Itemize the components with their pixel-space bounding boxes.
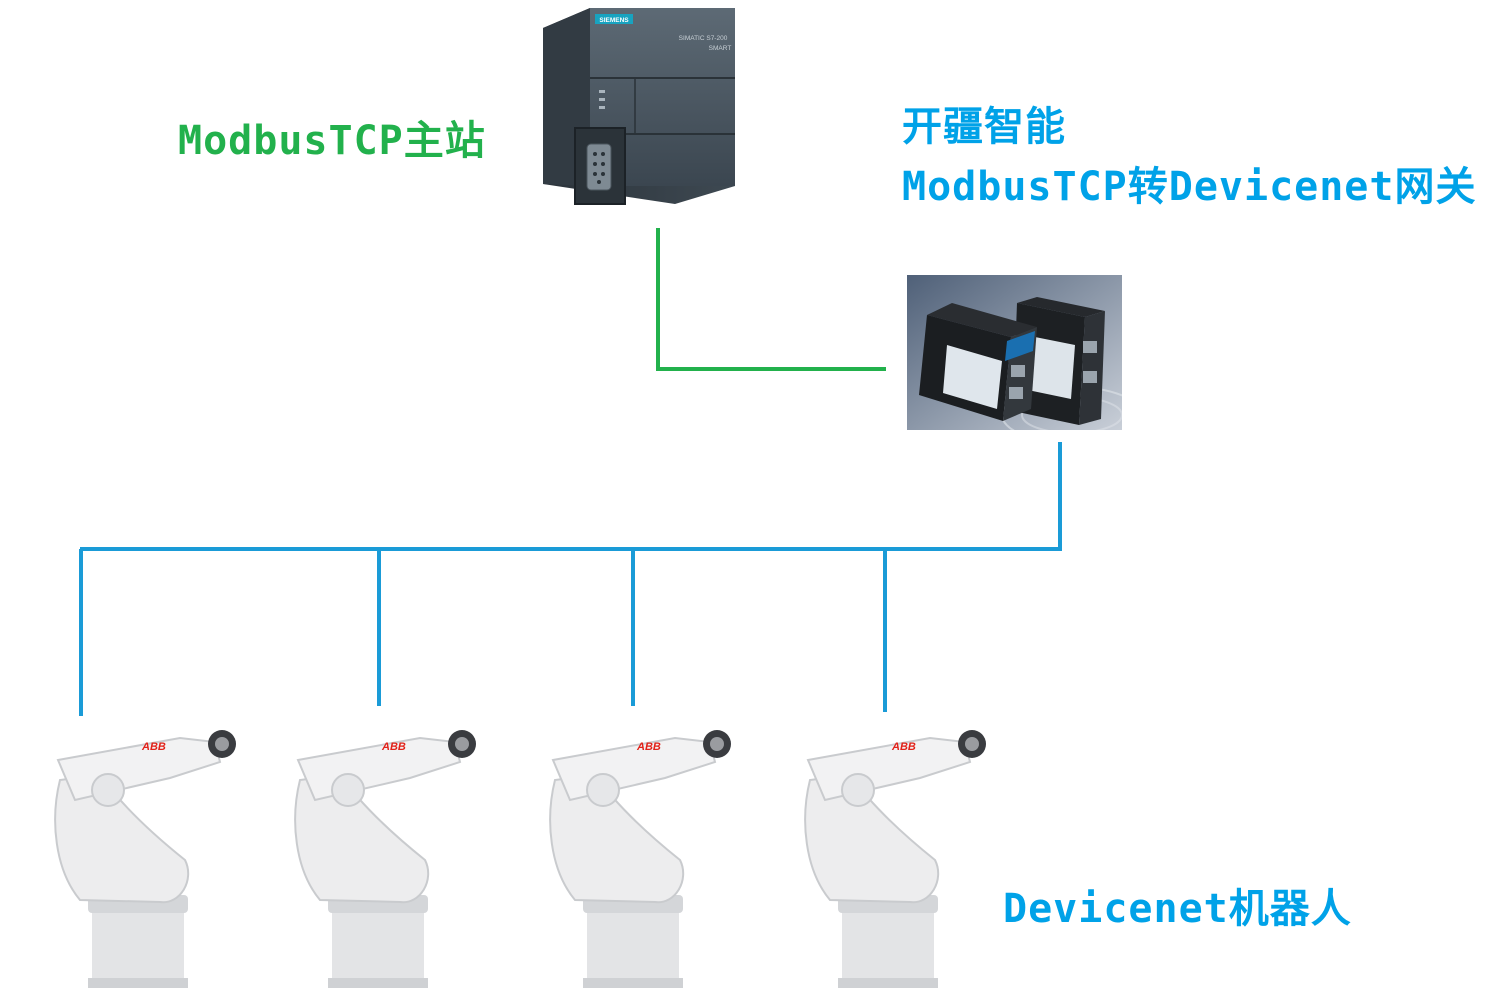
robot-arm-icon: ABB <box>294 730 476 988</box>
robot-brand-1: ABB <box>141 741 166 753</box>
ethernet-wire <box>656 228 886 371</box>
plc-model2: SMART <box>709 45 732 52</box>
gateway-description-label: ModbusTCP转Devicenet网关 <box>902 164 1477 210</box>
master-station-label: ModbusTCP主站 <box>178 118 486 164</box>
robot-arm-icon: ABB <box>549 730 731 988</box>
robot-brand-2: ABB <box>381 741 406 753</box>
devicenet-trunk <box>80 442 1062 551</box>
robot-arm-icon: ABB <box>54 730 236 988</box>
gateway-company-label: 开疆智能 <box>902 104 1066 150</box>
plc-icon: SIEMENS SIMATIC S7-200 SMART <box>543 8 735 205</box>
robot-brand-4: ABB <box>891 741 916 753</box>
plc-model: SIMATIC S7-200 <box>679 35 728 42</box>
robot-arm-icon: ABB <box>804 730 986 988</box>
gateway-icon <box>907 275 1122 430</box>
robots-label: Devicenet机器人 <box>1003 886 1352 932</box>
robot-brand-3: ABB <box>636 741 661 753</box>
plc-brand: SIEMENS <box>599 17 629 24</box>
